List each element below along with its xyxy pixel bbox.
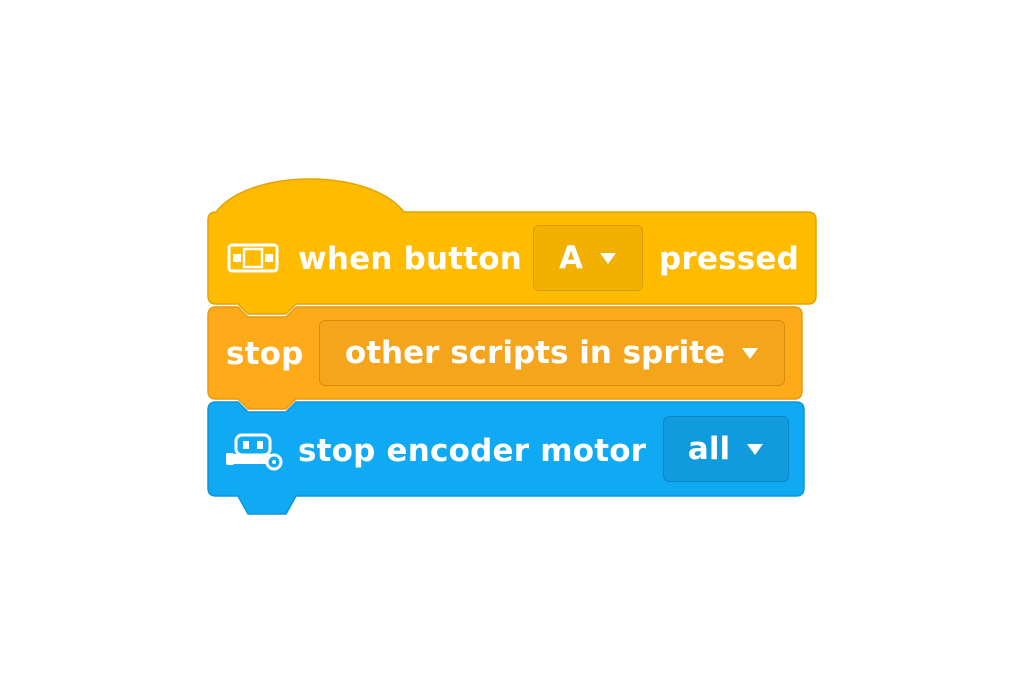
- stop-option-value: other scripts in sprite: [344, 335, 726, 371]
- chevron-down-icon: [747, 444, 764, 455]
- button-select-value: A: [559, 240, 583, 276]
- motor-label: stop encoder motor: [298, 433, 647, 469]
- hat-label-pressed: pressed: [659, 241, 800, 277]
- motor-block[interactable]: [207, 401, 805, 515]
- robot-icon: [226, 433, 283, 471]
- hat-label-when-button: when button: [298, 241, 523, 277]
- stop-label: stop: [226, 336, 304, 372]
- chevron-down-icon: [600, 253, 616, 264]
- button-board-icon: [227, 243, 279, 273]
- chevron-down-icon: [742, 348, 759, 359]
- hat-block[interactable]: [207, 178, 817, 315]
- button-select-dropdown[interactable]: A: [533, 225, 643, 291]
- stop-option-dropdown[interactable]: other scripts in sprite: [319, 320, 785, 386]
- motor-select-value: all: [687, 431, 731, 467]
- motor-select-dropdown[interactable]: all: [663, 416, 789, 482]
